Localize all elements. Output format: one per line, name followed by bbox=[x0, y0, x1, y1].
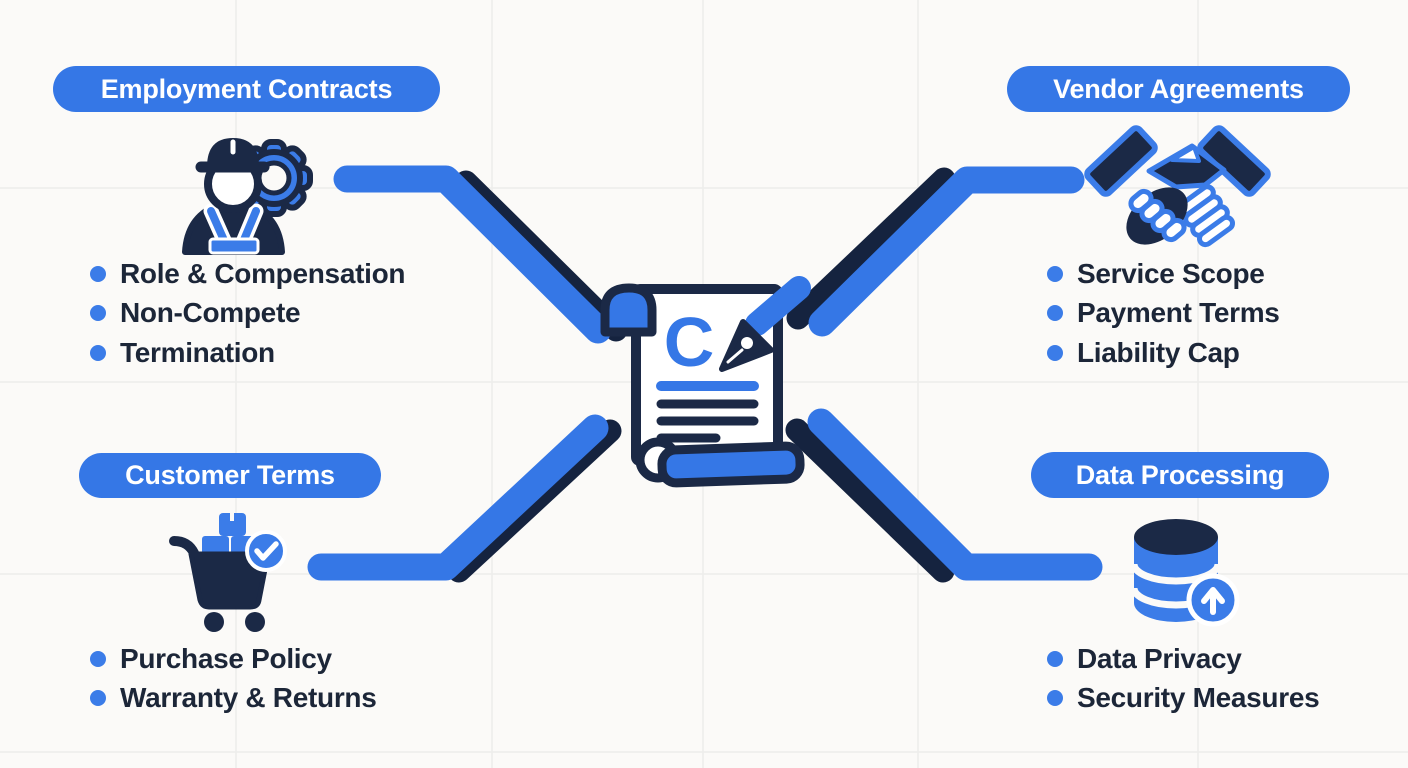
bullet-dot bbox=[90, 265, 106, 282]
list-item: Security Measures bbox=[1047, 679, 1320, 719]
bullet-dot bbox=[1047, 690, 1063, 707]
list-item-text: Liability Cap bbox=[1077, 336, 1240, 368]
connector-shadow-top-right bbox=[786, 167, 956, 330]
list-item-text: Payment Terms bbox=[1077, 297, 1280, 329]
connector-bottom-right bbox=[807, 408, 1103, 581]
list-item-text: Service Scope bbox=[1077, 257, 1265, 289]
list-item: Data Privacy bbox=[1047, 639, 1319, 679]
pill-text: Vendor Agreements bbox=[1053, 73, 1304, 104]
pen-icon bbox=[719, 276, 811, 372]
list-item: Purchase Policy bbox=[90, 639, 377, 679]
bullet-dot bbox=[1047, 305, 1063, 322]
worker-gear-icon bbox=[182, 138, 313, 255]
list-item: Termination bbox=[90, 333, 405, 373]
document-text-lines bbox=[656, 381, 759, 443]
bullet-dot bbox=[90, 650, 106, 667]
list-item: Warranty & Returns bbox=[90, 679, 377, 719]
list-item-text: Purchase Policy bbox=[120, 642, 332, 674]
list-item: Liability Cap bbox=[1047, 333, 1280, 373]
list-item-text: Non-Compete bbox=[120, 297, 301, 329]
list-item-text: Warranty & Returns bbox=[120, 682, 377, 714]
customer-terms-list: Purchase Policy Warranty & Returns bbox=[90, 639, 377, 718]
bullet-dot bbox=[1047, 265, 1063, 282]
label-customer-terms: Customer Terms bbox=[79, 453, 381, 498]
list-item-text: Security Measures bbox=[1077, 682, 1320, 714]
handshake-icon bbox=[1084, 125, 1271, 248]
label-data-processing: Data Processing bbox=[1031, 452, 1329, 498]
employment-contracts-list: Role & Compensation Non-Compete Terminat… bbox=[90, 254, 406, 373]
document-letter: C bbox=[664, 303, 715, 381]
bullet-dot bbox=[90, 344, 106, 361]
list-item: Payment Terms bbox=[1047, 294, 1280, 334]
connector-top-right bbox=[808, 166, 1085, 337]
connector-shadow-bottom-right bbox=[785, 418, 955, 583]
list-item: Non-Compete bbox=[90, 294, 405, 334]
list-item: Service Scope bbox=[1047, 254, 1280, 294]
bullet-dot bbox=[90, 305, 106, 322]
contract-scroll-pen-icon: C bbox=[600, 276, 811, 488]
bullet-dot bbox=[1047, 344, 1063, 361]
pill-text: Data Processing bbox=[1075, 459, 1285, 490]
list-item-text: Role & Compensation bbox=[120, 257, 406, 289]
vendor-agreements-list: Service Scope Payment Terms Liability Ca… bbox=[1047, 254, 1280, 373]
list-item-text: Data Privacy bbox=[1077, 642, 1242, 674]
scroll-footer bbox=[657, 441, 805, 488]
connector-bottom-left bbox=[307, 414, 609, 581]
database-upload-icon bbox=[1130, 519, 1240, 627]
pill-text: Customer Terms bbox=[125, 460, 335, 490]
scroll-top-curl bbox=[600, 283, 657, 337]
label-vendor-agreements: Vendor Agreements bbox=[1007, 66, 1350, 112]
list-item: Role & Compensation bbox=[90, 254, 406, 294]
list-item-text: Termination bbox=[120, 336, 275, 368]
data-processing-list: Data Privacy Security Measures bbox=[1047, 639, 1320, 719]
connector-top-left bbox=[333, 165, 612, 344]
bullet-dot bbox=[1047, 650, 1063, 667]
pill-text: Employment Contracts bbox=[100, 73, 393, 104]
label-employment-contracts: Employment Contracts bbox=[53, 66, 440, 112]
bullet-dot bbox=[90, 690, 106, 707]
shopping-cart-check-icon bbox=[169, 513, 287, 632]
